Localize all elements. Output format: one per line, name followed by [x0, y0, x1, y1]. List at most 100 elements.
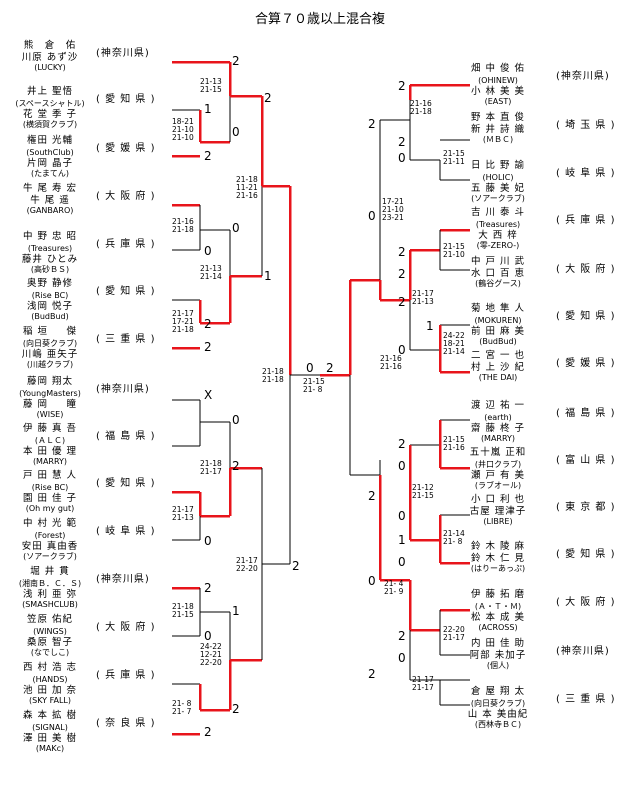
match-result: 0	[204, 244, 212, 258]
player-name: 前 田 麻 美	[470, 326, 526, 337]
team-club: (スペースシャトル)	[15, 98, 85, 108]
team-club: (GANBARO)	[26, 206, 74, 215]
score-text: 21-17 22-20	[236, 556, 258, 573]
team-club: (HANDS)	[32, 674, 68, 684]
match-result: 2	[232, 459, 240, 473]
team-club: (LIBRE)	[483, 517, 513, 526]
match-result: 0	[232, 413, 240, 427]
prefecture-label: ( 福 島 県 )	[556, 408, 616, 419]
team-club: (BudBud)	[479, 336, 517, 346]
score-text: 21-17 21-17	[412, 675, 434, 692]
team-club: (ＡＬＣ)	[34, 435, 66, 445]
player-name: 藤岡 翔太	[26, 376, 74, 387]
prefecture-label: ( 愛 知 県 )	[556, 311, 616, 322]
prefecture-label: ( 三 重 県 )	[96, 334, 156, 345]
score-text: 21-16 21-16	[380, 354, 402, 371]
score-text: 21-18 21-15	[172, 602, 194, 619]
player-name: 川嶋 亜矢子	[21, 349, 79, 360]
match-result: 0	[204, 629, 212, 643]
match-result: 2	[232, 702, 240, 716]
match-result: 0	[368, 574, 376, 588]
score-text: 21-18 21-18	[262, 367, 284, 384]
match-result: 2	[264, 91, 272, 105]
player-name: 花 堂 季 子	[22, 109, 78, 120]
team-club: (WISE)	[36, 409, 64, 419]
team-club: (WINGS)	[33, 626, 67, 636]
player-name: 権田 光輔	[26, 135, 74, 146]
player-name: 山 本 美由紀	[467, 709, 529, 720]
player-name: 牛 尾 寿 宏	[22, 183, 78, 194]
score-text: 21- 8 21- 7	[172, 699, 192, 716]
team-club: (Rise BC)	[31, 482, 69, 492]
match-result: 1	[264, 269, 272, 283]
match-result: 0	[232, 125, 240, 139]
team-club: (MARRY)	[480, 433, 516, 443]
player-name: 森 本 拡 樹	[22, 710, 78, 721]
player-name: 奥野 静修	[26, 278, 74, 289]
score-text: 21-16 21-18	[410, 99, 432, 116]
team-club: (LUCKY)	[34, 63, 66, 72]
team-club: (SouthClub)	[26, 147, 74, 157]
team-club: (Forest)	[34, 530, 66, 540]
team-club: (SMASHCLUB)	[22, 599, 78, 609]
player-name: 堀 井 貫	[30, 566, 70, 577]
player-name: 稲 垣 傑	[22, 326, 78, 337]
player-name: 西 村 浩 志	[22, 662, 78, 673]
match-result: 1	[204, 102, 212, 116]
player-name: 阿部 未加子	[469, 649, 527, 661]
team-club: (EAST)	[484, 96, 512, 106]
match-result: 2	[368, 117, 376, 131]
match-result: 0	[398, 459, 406, 473]
prefecture-label: ( 愛 知 県 )	[96, 94, 156, 105]
match-result: 2	[398, 437, 406, 451]
match-result: 2	[368, 667, 376, 681]
match-result: 0	[368, 209, 376, 223]
match-result: 2	[204, 725, 212, 739]
match-result: 2	[398, 267, 406, 281]
match-result: 2	[398, 79, 406, 93]
score-text: 18-21 21-10 21-10	[172, 117, 194, 142]
player-name: 新 井 詩 織	[470, 123, 526, 135]
team-club: (横須賀クラブ)	[22, 119, 78, 129]
score-text: 21-14 21- 8	[443, 529, 465, 546]
score-text: 21-15 21-11	[443, 149, 465, 166]
prefecture-label: (神奈川県)	[556, 646, 610, 657]
prefecture-label: ( 大 阪 府 )	[96, 191, 156, 202]
team-club: (Rise BC)	[31, 290, 69, 300]
prefecture-label: ( 愛 媛 県 )	[96, 143, 156, 154]
score-text: 17-21 21-10 23-21	[382, 197, 404, 222]
player-name: 戸 田 慧 人	[22, 470, 78, 481]
player-name: 中 戸 川 武	[470, 256, 526, 267]
team-club: (川越クラブ)	[26, 359, 74, 369]
prefecture-label: ( 兵 庫 県 )	[96, 239, 156, 250]
match-result: 2	[326, 361, 334, 375]
match-result: 2	[204, 581, 212, 595]
score-text: 21-13 21-14	[200, 264, 222, 281]
player-name: 川原 あず沙	[21, 51, 79, 63]
prefecture-label: ( 埼 玉 県 )	[556, 120, 616, 131]
match-result: 0	[398, 509, 406, 523]
team-club: (earth)	[484, 412, 512, 422]
match-result: X	[204, 388, 213, 402]
player-name: 渡 辺 祐 一	[470, 400, 526, 411]
player-name: 菊 地 隼 人	[470, 303, 526, 314]
player-name: 浅岡 悦子	[26, 301, 74, 312]
match-result: 2	[398, 135, 406, 149]
team-club: (Treasures)	[475, 219, 521, 229]
match-result: 0	[398, 343, 406, 357]
player-name: 安田 真由香	[21, 541, 79, 552]
prefecture-label: ( 三 重 県 )	[556, 694, 616, 705]
prefecture-label: ( 岐 阜 県 )	[96, 526, 156, 537]
team-club: (SKY FALL)	[29, 695, 71, 705]
page-title: 合算７０歳以上混合複	[254, 12, 385, 27]
player-name: 瀬 戸 有 美	[470, 470, 526, 481]
team-club: (MOKUREN)	[474, 315, 522, 325]
team-club: (OHINEW)	[478, 75, 518, 85]
team-club: (YoungMasters)	[19, 388, 81, 398]
score-text: 24-22 12-21 22-20	[200, 642, 222, 667]
score-text: 21-16 21-18	[172, 217, 194, 234]
match-result: 0	[232, 221, 240, 235]
team-club: (西林寺ＢＣ)	[474, 719, 522, 729]
team-club: (ソアークラブ)	[471, 193, 525, 203]
